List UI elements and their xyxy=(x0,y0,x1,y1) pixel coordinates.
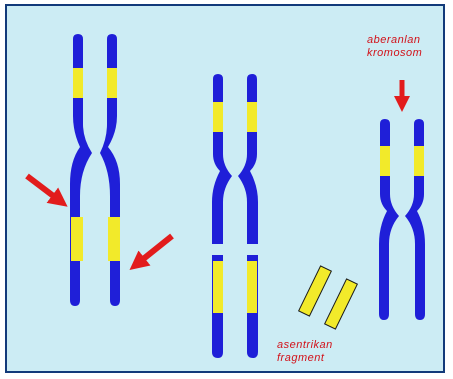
band xyxy=(247,261,257,313)
band xyxy=(71,217,83,261)
band xyxy=(107,68,117,98)
aberrant-chromosome-label: aberanlan kromosom xyxy=(367,34,445,60)
band xyxy=(73,68,83,98)
arrow-icon xyxy=(137,236,172,264)
band xyxy=(380,146,390,176)
band xyxy=(213,261,223,313)
label-line: aberanlan xyxy=(367,34,445,47)
band xyxy=(213,102,223,132)
chromatid-left-upper xyxy=(212,74,232,244)
arrow-icon xyxy=(27,176,60,201)
diagram-canvas: aberanlan kromosom asentrikan fragment xyxy=(5,4,445,373)
band xyxy=(108,217,120,261)
aberrant-chromosome xyxy=(379,119,425,320)
normal-chromosome xyxy=(70,34,120,306)
acentric-fragment-label: asentrikan fragment xyxy=(277,339,367,365)
fragment xyxy=(325,279,358,329)
band xyxy=(414,146,424,176)
label-line: asentrikan xyxy=(277,339,367,352)
band xyxy=(247,102,257,132)
chromosome-diagram xyxy=(7,6,445,373)
fragment xyxy=(299,266,332,316)
broken-chromosome xyxy=(212,74,258,358)
chromatid-right-upper xyxy=(238,74,258,244)
label-line: kromosom xyxy=(367,47,445,60)
acentric-fragments xyxy=(299,266,358,329)
label-line: fragment xyxy=(277,352,367,365)
